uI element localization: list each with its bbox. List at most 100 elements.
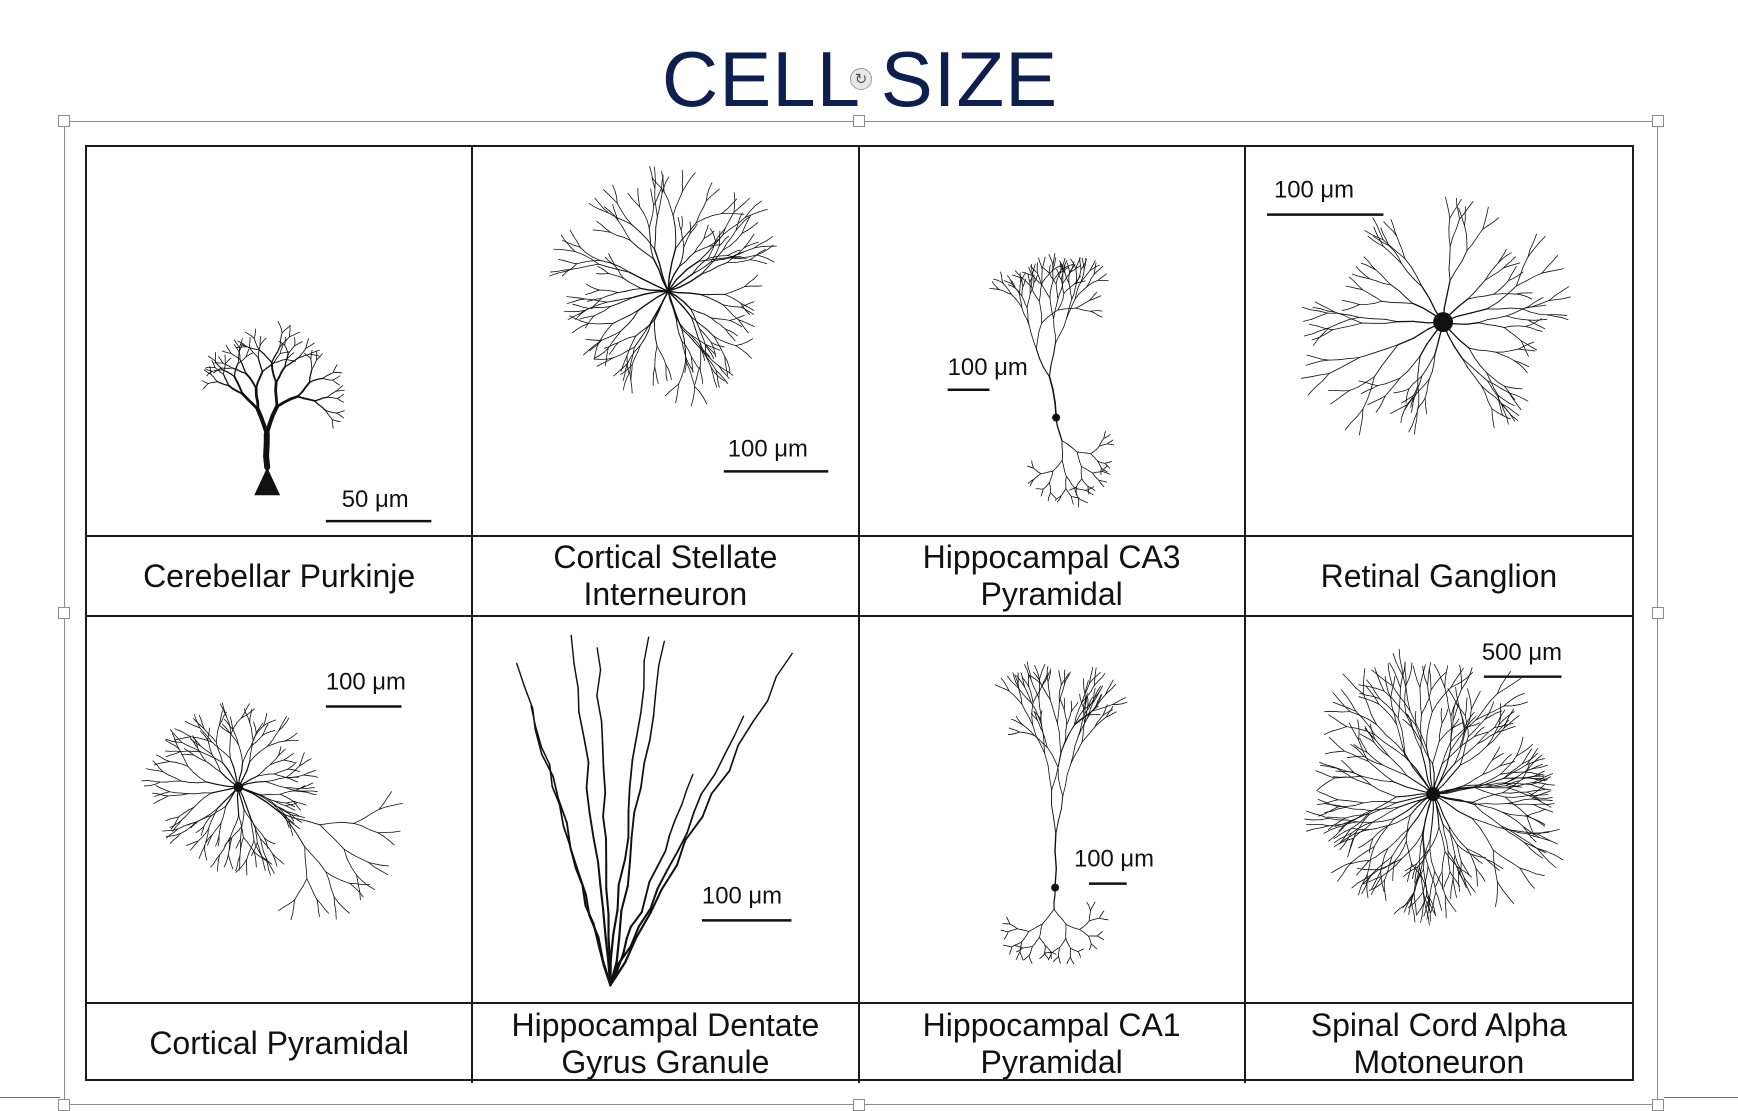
dendrite-segment <box>717 246 719 252</box>
dendrite-segment <box>671 274 675 282</box>
dendrite-segment <box>1429 843 1433 850</box>
dendrite-segment <box>310 374 311 378</box>
dendrite-segment <box>1393 653 1396 661</box>
dendrite-segment <box>734 333 738 336</box>
resize-handle-bottom-left[interactable] <box>58 1099 70 1111</box>
dendrite-segment <box>1379 402 1382 408</box>
dendrite-segment <box>271 720 275 722</box>
dendrite-segment <box>205 850 206 855</box>
dendrite-segment <box>251 336 254 338</box>
dendrite-segment <box>1061 796 1062 809</box>
dendrite-segment <box>1054 909 1058 914</box>
dendrite-segment <box>1007 276 1009 279</box>
dendrite-segment <box>196 818 204 822</box>
dendrite-segment <box>207 374 209 376</box>
dendrite-segment <box>247 782 256 784</box>
dendrite-segment <box>1317 804 1324 805</box>
dendrite-segment <box>218 843 219 846</box>
dendrite-segment <box>1457 313 1472 317</box>
dendrite-segment <box>1448 901 1452 906</box>
resize-handle-bottom-center[interactable] <box>853 1099 865 1111</box>
dendrite-segment <box>619 340 625 343</box>
dendrite-segment <box>1456 719 1458 723</box>
dendrite-segment <box>1021 704 1025 711</box>
dendrite-segment <box>1065 489 1067 492</box>
dendrite-segment <box>264 728 266 732</box>
dendrite-segment <box>1056 280 1057 284</box>
dendrite-segment <box>656 346 657 353</box>
dendrite-segment <box>1527 297 1532 299</box>
dendrite-segment <box>1389 663 1393 671</box>
dendrite-segment <box>1461 877 1464 882</box>
dendrite-segment <box>1022 284 1023 286</box>
dendrite-segment <box>237 797 238 806</box>
dendrite-segment <box>334 367 335 370</box>
dendrite-segment <box>265 717 266 721</box>
dendrite-segment <box>630 363 631 371</box>
dendrite-segment <box>368 886 375 890</box>
dendrite-segment <box>713 232 715 236</box>
dendrite-segment <box>1497 413 1503 416</box>
resize-handle-top-center[interactable] <box>853 115 865 127</box>
dendrite-segment <box>1414 899 1415 906</box>
dendrite-segment <box>1059 675 1060 680</box>
resize-handle-middle-left[interactable] <box>58 607 70 619</box>
dendrite-segment <box>170 818 174 819</box>
dendrite-segment <box>254 847 256 851</box>
dendrite-segment <box>1057 914 1061 919</box>
dendrite-segment <box>1029 270 1030 273</box>
dendrite-segment <box>720 346 725 347</box>
dendrite-segment <box>250 747 251 754</box>
dendrite-segment <box>1453 845 1455 855</box>
dendrite-segment <box>341 416 343 418</box>
resize-handle-top-left[interactable] <box>58 115 70 127</box>
dendrite-segment <box>1455 733 1460 737</box>
dendrite-segment <box>1082 287 1086 291</box>
dendrite-segment <box>1108 467 1109 469</box>
dendrite-segment <box>1039 938 1041 941</box>
dendrite-segment <box>710 346 715 348</box>
dendrite-segment <box>1396 819 1403 823</box>
dendrite-segment <box>1513 678 1521 683</box>
dendrite-segment <box>586 293 591 294</box>
dendrite-segment <box>220 849 224 855</box>
dendrite-segment <box>767 237 773 241</box>
dendrite-segment <box>1079 694 1080 698</box>
dendrite-segment <box>1445 903 1446 911</box>
dendrite-segment <box>578 326 584 329</box>
dendrite-segment <box>291 779 294 780</box>
dendrite-segment <box>579 712 584 738</box>
dendrite-segment <box>275 761 279 763</box>
dendrite-segment <box>296 770 300 771</box>
dendrite-segment <box>637 713 641 738</box>
dendrite-segment <box>226 859 227 863</box>
dendrite-segment <box>1064 710 1065 715</box>
dendrite-segment <box>1381 878 1382 885</box>
rotate-handle-icon[interactable]: ↻ <box>850 68 872 90</box>
dendrite-segment <box>1339 363 1349 368</box>
dendrite-segment <box>614 275 619 276</box>
dendrite-segment <box>1029 958 1030 961</box>
dendrite-segment <box>258 830 261 834</box>
resize-handle-middle-right[interactable] <box>1652 607 1664 619</box>
dendrite-segment <box>242 364 244 369</box>
dendrite-segment <box>1061 942 1063 945</box>
dendrite-segment <box>615 191 617 197</box>
dendrite-segment <box>746 303 750 305</box>
dendrite-segment <box>1063 319 1066 327</box>
dendrite-segment <box>1058 809 1061 821</box>
resize-handle-bottom-right[interactable] <box>1652 1099 1664 1111</box>
dendrite-segment <box>1372 319 1385 320</box>
resize-handle-top-right[interactable] <box>1652 115 1664 127</box>
dendrite-segment <box>1482 877 1485 882</box>
dendrite-segment <box>1079 262 1080 266</box>
dendrite-segment <box>1410 403 1411 408</box>
dendrite-segment <box>613 293 619 295</box>
dendrite-segment <box>303 349 305 352</box>
dendrite-segment <box>1374 837 1380 847</box>
dendrite-segment <box>1036 275 1037 278</box>
dendrite-segment <box>1439 814 1442 824</box>
dendrite-segment <box>749 324 754 326</box>
dendrite-segment <box>1070 259 1072 262</box>
dendrite-segment <box>1423 869 1424 878</box>
